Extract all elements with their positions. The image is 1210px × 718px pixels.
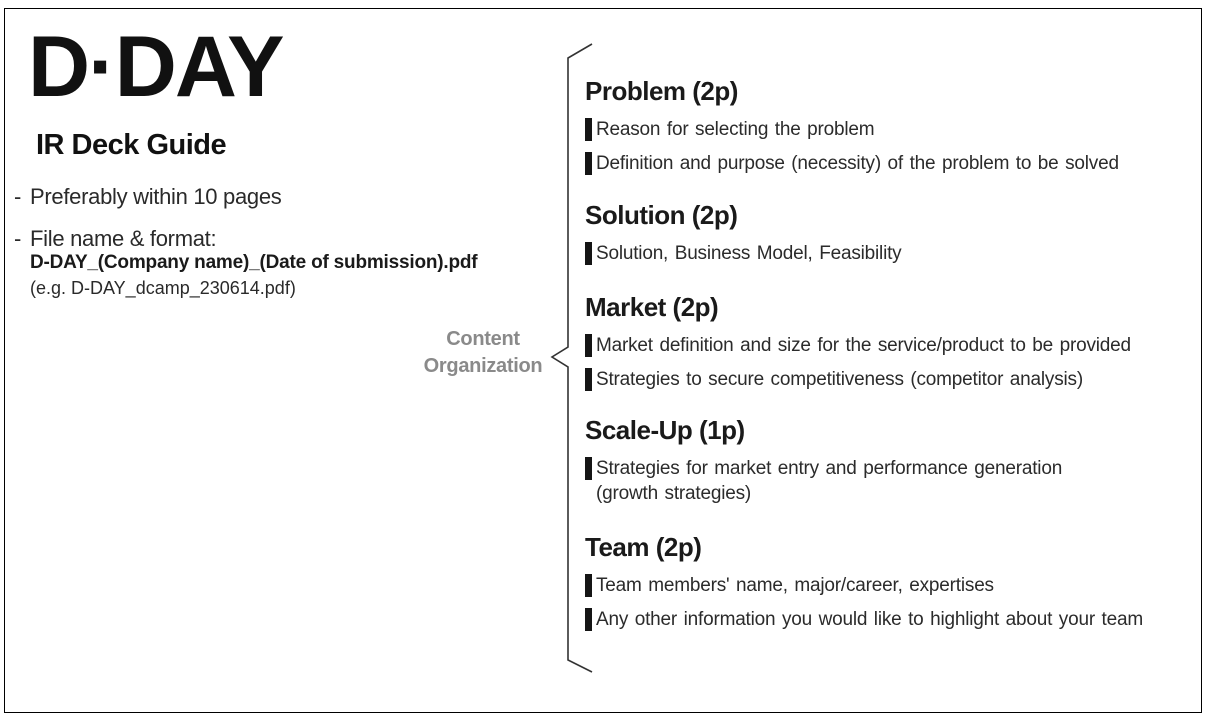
content-organization-line1: Content bbox=[446, 328, 520, 350]
content-organization-label: Content Organization bbox=[412, 326, 554, 380]
list-item: Reason for selecting the problem bbox=[585, 117, 1205, 142]
bullet-bar-icon bbox=[585, 334, 592, 357]
dash-bullet: - bbox=[14, 226, 22, 251]
list-item: Team members' name, major/career, expert… bbox=[585, 573, 1205, 598]
list-item-text: Strategies to secure competitiveness (co… bbox=[596, 369, 1083, 390]
list-item-text: Strategies for market entry and performa… bbox=[596, 458, 1063, 479]
section-title: Market (2p) bbox=[585, 292, 719, 322]
section-scale-up: Scale-Up (1p) Strategies for market entr… bbox=[585, 415, 1205, 515]
list-item: Strategies for market entry and performa… bbox=[585, 456, 1205, 506]
list-item-continuation: (growth strategies) bbox=[596, 483, 752, 504]
filename-example: (e.g. D-DAY_dcamp_230614.pdf) bbox=[30, 278, 296, 298]
list-item: Definition and purpose (necessity) of th… bbox=[585, 151, 1205, 176]
section-team: Team (2p) Team members' name, major/care… bbox=[585, 532, 1205, 641]
list-item-text: Definition and purpose (necessity) of th… bbox=[596, 153, 1119, 174]
section-title: Solution (2p) bbox=[585, 200, 738, 230]
guideline-pages: -Preferably within 10 pages bbox=[14, 184, 282, 210]
list-item: Market definition and size for the servi… bbox=[585, 333, 1205, 358]
list-item-text: Solution, Business Model, Feasibility bbox=[596, 243, 902, 264]
bullet-bar-icon bbox=[585, 457, 592, 480]
bullet-bar-icon bbox=[585, 118, 592, 141]
filename-format: D-DAY_(Company name)_(Date of submission… bbox=[30, 252, 478, 273]
section-title: Scale-Up (1p) bbox=[585, 415, 745, 445]
bullet-bar-icon bbox=[585, 608, 592, 631]
section-market: Market (2p) Market definition and size f… bbox=[585, 292, 1205, 401]
dash-bullet: - bbox=[14, 184, 22, 209]
brace-icon bbox=[550, 43, 593, 673]
list-item: Strategies to secure competitiveness (co… bbox=[585, 367, 1205, 392]
section-problem: Problem (2p) Reason for selecting the pr… bbox=[585, 76, 1205, 185]
section-solution: Solution (2p) Solution, Business Model, … bbox=[585, 200, 1205, 275]
content-organization-line2: Organization bbox=[423, 355, 543, 377]
bullet-bar-icon bbox=[585, 152, 592, 175]
page-border bbox=[4, 8, 1202, 713]
list-item-text: Team members' name, major/career, expert… bbox=[596, 575, 994, 596]
bullet-bar-icon bbox=[585, 242, 592, 265]
guideline-filename: -File name & format: bbox=[14, 226, 217, 252]
dday-logo: D·DAY bbox=[28, 19, 284, 115]
list-item-text: Reason for selecting the problem bbox=[596, 119, 875, 140]
section-title: Team (2p) bbox=[585, 532, 702, 562]
bullet-bar-icon bbox=[585, 574, 592, 597]
page-title: IR Deck Guide bbox=[36, 129, 227, 161]
section-title: Problem (2p) bbox=[585, 76, 738, 106]
list-item: Solution, Business Model, Feasibility bbox=[585, 241, 1205, 266]
guideline-filename-text: File name & format: bbox=[30, 226, 217, 251]
list-item: Any other information you would like to … bbox=[585, 607, 1205, 632]
bullet-bar-icon bbox=[585, 368, 592, 391]
guideline-pages-text: Preferably within 10 pages bbox=[30, 184, 282, 209]
list-item-text: Market definition and size for the servi… bbox=[596, 335, 1131, 356]
list-item-text: Any other information you would like to … bbox=[596, 609, 1143, 630]
